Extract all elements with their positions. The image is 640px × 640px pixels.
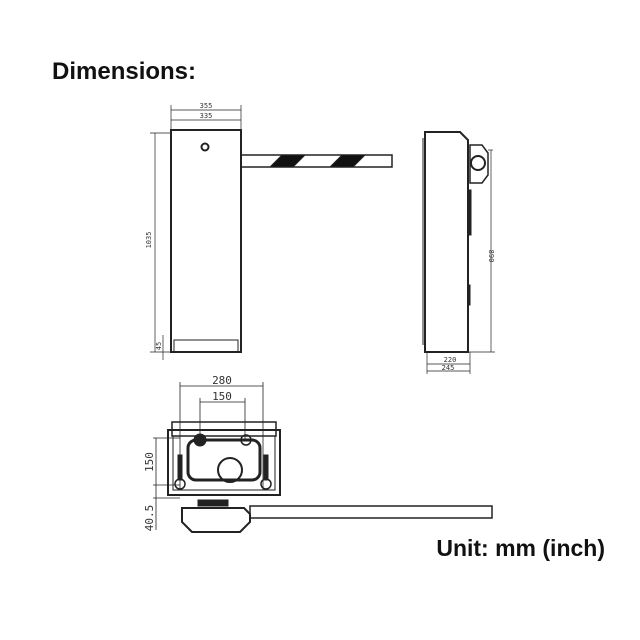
dim-top-width-inner: 150 bbox=[212, 390, 232, 403]
dim-front-width-outer: 355 bbox=[200, 102, 213, 110]
barrier-arm-top bbox=[249, 505, 493, 519]
page-title: Dimensions: bbox=[52, 58, 197, 85]
dim-side-depth-outer: 245 bbox=[442, 364, 455, 372]
dim-side-height: 890 bbox=[487, 250, 495, 263]
dim-side-depth-inner: 220 bbox=[444, 356, 457, 364]
front-view: 355 335 1035 45 bbox=[145, 102, 393, 360]
dim-top-depth: 150 bbox=[143, 452, 156, 472]
dim-top-offset: 40.5 bbox=[143, 505, 156, 532]
top-view: 280 150 150 40.5 bbox=[143, 374, 493, 533]
dim-front-base: 45 bbox=[155, 342, 163, 350]
dim-top-width-outer: 280 bbox=[212, 374, 232, 387]
unit-label: Unit: mm (inch) bbox=[436, 535, 605, 561]
side-view: 890 220 245 bbox=[422, 131, 495, 374]
barrier-arm bbox=[240, 154, 393, 168]
dim-front-width-inner: 335 bbox=[200, 112, 213, 120]
dim-front-height: 1035 bbox=[145, 232, 153, 249]
